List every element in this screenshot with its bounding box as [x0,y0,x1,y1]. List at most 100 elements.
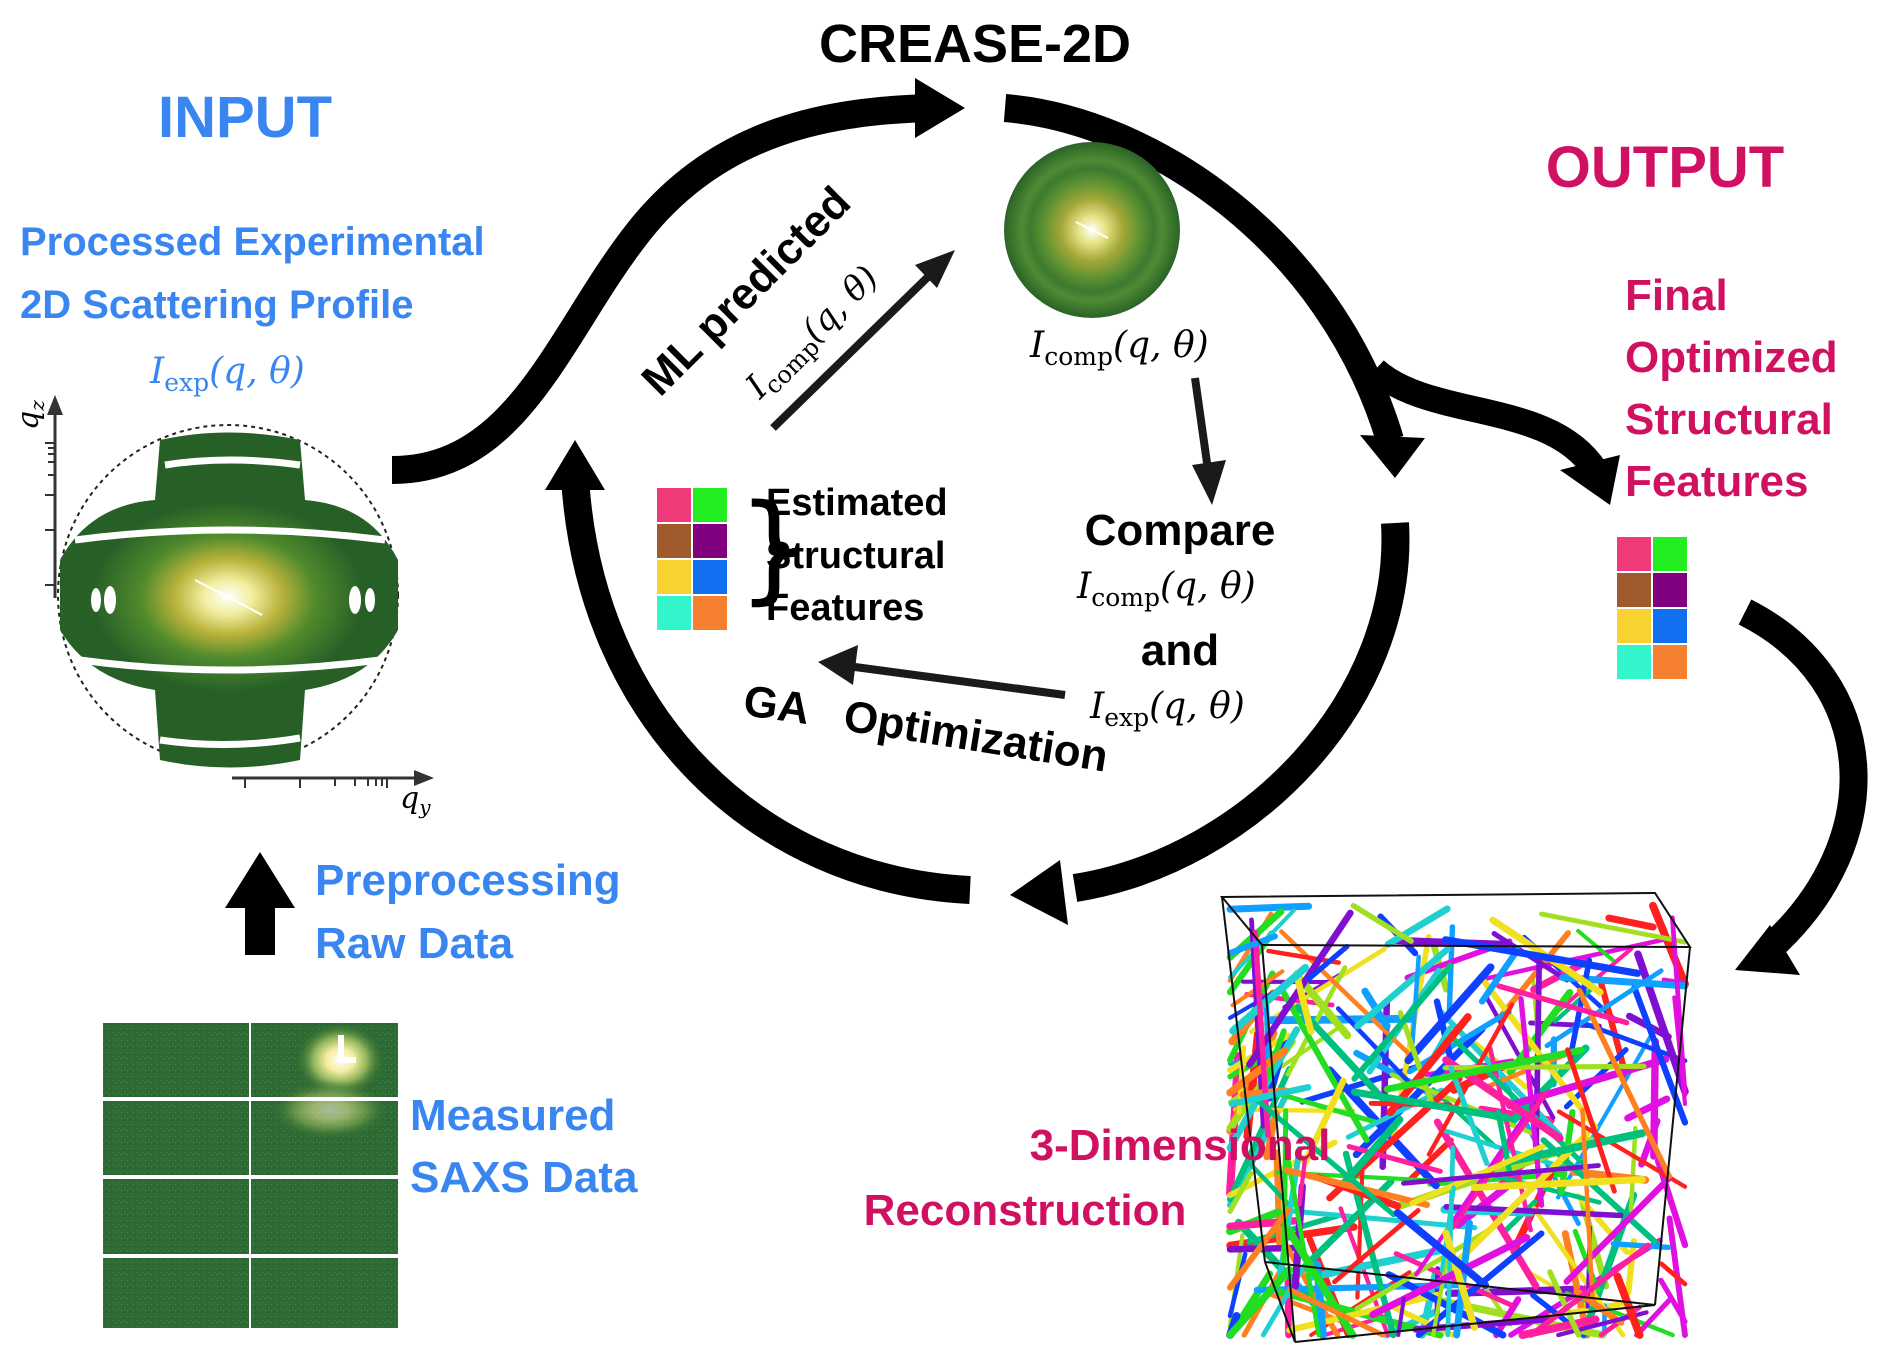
fiber [1226,933,1278,957]
estimated-brace: } [737,478,812,616]
measured-label-line1: Measured [410,1091,615,1140]
fiber [1383,1046,1585,1093]
fiber [1227,1251,1248,1319]
fiber [1613,1272,1644,1339]
fiber [1286,1291,1441,1334]
feature-swatch [657,524,691,558]
fiber [1227,1170,1254,1214]
fiber [1234,1218,1323,1312]
fiber [1443,1204,1624,1219]
fiber [1335,1006,1412,1086]
fiber [1449,1090,1549,1231]
fiber [1279,988,1370,1143]
fiber [1354,1224,1497,1312]
fiber [1309,1270,1412,1337]
feature-swatch [1617,609,1651,643]
compare-label: Compare [1085,506,1276,555]
input-profile-label-line1: Processed Experimental [20,220,485,264]
fiber [1439,1185,1456,1273]
fiber [1404,1137,1454,1185]
fiber [1287,1287,1386,1338]
fiber [1501,1199,1538,1235]
fiber [1470,1175,1646,1192]
fiber [1563,1175,1672,1285]
input-profile-formula: Iexp(q, θ) [149,351,305,397]
estimated-label-line3: Features [766,587,924,629]
fiber [1597,976,1629,1079]
fiber [1226,1047,1289,1097]
fiber [1226,1266,1294,1339]
fiber [1226,902,1313,913]
reconstruction-label-line1: 3-Dimensional [1030,1121,1331,1170]
fiber [1448,1065,1490,1167]
estimated-label-line2: Structural [766,535,945,577]
fiber [1605,914,1657,931]
fiber [1439,1025,1590,1171]
cycle-arrowheads [545,78,1800,975]
final-label-line2: Optimized [1625,333,1838,382]
fiber [1393,1251,1513,1308]
feature-swatch [1653,537,1687,571]
preprocessing-label-line1: Preprocessing [315,856,621,905]
preprocessing-label-line2: Raw Data [315,919,514,968]
feature-swatch [1653,645,1687,679]
compare-formula-exp: Iexp(q, θ) [1089,686,1245,732]
computed-profile-formula: Icomp(q, θ) [1029,325,1209,371]
fiber [1487,1172,1602,1205]
output-heading: OUTPUT [1546,135,1784,200]
feature-swatch [657,488,691,522]
diagram-title: CREASE-2D [819,14,1131,74]
fiber [1634,1295,1675,1338]
fiber [1340,1115,1404,1187]
fiber [1297,1156,1308,1207]
input-heading: INPUT [158,85,332,150]
final-label-line3: Structural [1625,395,1833,444]
feature-swatch [657,560,691,594]
fiber [1401,1163,1601,1186]
fiber [1495,983,1630,1026]
fiber [1294,1003,1388,1104]
fiber [1265,1014,1414,1025]
final-label-line1: Final [1625,271,1728,320]
fiber [1659,1261,1688,1287]
fiber [1307,1245,1450,1281]
reconstruction-label-line2: Reconstruction [864,1186,1187,1235]
fiber [1556,1109,1688,1189]
fiber [1228,1084,1312,1108]
feature-swatch [1617,573,1651,607]
fiber [1386,1013,1472,1117]
fiber [1346,1144,1443,1174]
computed-scattering-profile [1004,142,1180,318]
axis-qz-label: qz [11,400,49,430]
fiber [1442,1229,1479,1331]
fiber [1288,1208,1478,1231]
fiber [1493,1296,1522,1339]
fiber [1284,1148,1321,1338]
experimental-scattering-profile: qz qy [11,395,434,819]
fiber [1229,964,1310,1035]
feature-swatch [693,488,727,522]
fiber [1481,978,1599,1131]
estimated-label-line1: Estimated [766,482,948,524]
feature-swatch [1653,573,1687,607]
estimated-features-grid [657,488,727,630]
fiber [1649,901,1689,988]
fiber [1352,1025,1486,1159]
ga-label: GA [741,676,813,734]
fiber [1447,1130,1591,1272]
compare-formula-comp: Icomp(q, θ) [1076,566,1256,612]
fiber [1281,1108,1289,1266]
fiber [1350,902,1414,944]
fiber [1296,975,1352,1040]
fiber [1351,962,1454,1082]
fiber [1576,928,1615,963]
computed-to-compare-arrow [1191,377,1226,505]
feature-swatch [693,596,727,630]
fiber [1528,1242,1651,1338]
fiber [1354,945,1452,1030]
fiber [1369,1234,1531,1319]
fiber [1576,987,1672,1180]
feature-swatch [1653,609,1687,643]
fiber [1552,984,1597,1024]
fiber [1610,1241,1672,1251]
